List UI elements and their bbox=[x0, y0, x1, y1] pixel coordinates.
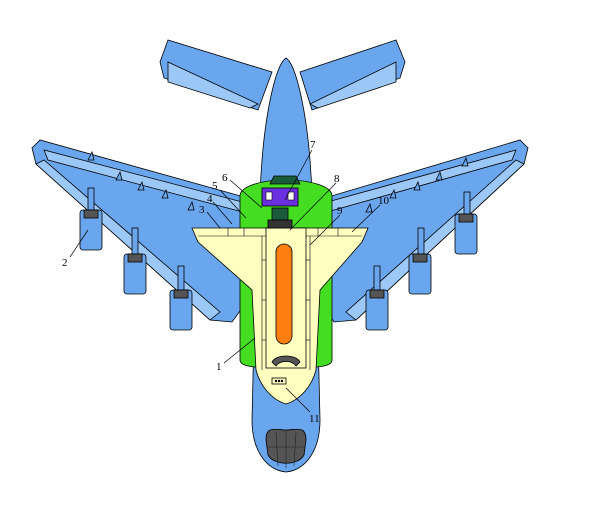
engine-left-inner bbox=[169, 265, 193, 331]
stabilizer-left bbox=[159, 39, 273, 111]
callout-8: 8 bbox=[334, 173, 340, 185]
fence-l2 bbox=[115, 170, 123, 181]
shuttle-engine-cluster bbox=[261, 175, 301, 229]
fence-l5 bbox=[187, 200, 195, 211]
callout-7: 7 bbox=[310, 139, 316, 151]
callout-10: 10 bbox=[378, 195, 390, 207]
nose-window-lines bbox=[267, 430, 305, 468]
engine-right-outer bbox=[454, 191, 478, 255]
cargo-stripe bbox=[275, 243, 293, 345]
wing-fences bbox=[87, 150, 469, 213]
stabilizer-right-flap bbox=[309, 61, 397, 109]
fence-r5 bbox=[365, 202, 373, 213]
callout-6: 6 bbox=[222, 172, 228, 184]
fence-r3 bbox=[413, 180, 421, 191]
callout-5: 5 bbox=[212, 180, 218, 192]
engine-left-mid bbox=[123, 227, 147, 295]
horizontal-stabilizer bbox=[159, 39, 406, 111]
callout-3: 3 bbox=[199, 204, 205, 216]
callout-1: 1 bbox=[216, 361, 222, 373]
fence-l4 bbox=[161, 188, 169, 199]
stabilizer-left-flap bbox=[167, 61, 259, 109]
engine-right-inner bbox=[365, 265, 389, 331]
callout-2: 2 bbox=[62, 257, 68, 269]
engine-left-outer bbox=[79, 187, 103, 251]
fence-r2 bbox=[435, 170, 443, 181]
callout-9: 9 bbox=[337, 205, 343, 217]
callout-4: 4 bbox=[207, 193, 213, 205]
fence-l1 bbox=[87, 150, 95, 161]
fence-r4 bbox=[389, 188, 397, 199]
leader-lines bbox=[69, 149, 381, 413]
engine-right-mid bbox=[408, 227, 432, 295]
callout-11: 11 bbox=[309, 413, 320, 425]
fence-r1 bbox=[461, 156, 469, 167]
shuttle-nose-gear bbox=[271, 355, 301, 385]
fence-l3 bbox=[137, 180, 145, 191]
callout-labels: 1 2 3 4 5 6 7 8 9 10 11 bbox=[62, 139, 390, 425]
wing-left-trailing-panel bbox=[35, 159, 221, 321]
engines bbox=[79, 187, 478, 331]
